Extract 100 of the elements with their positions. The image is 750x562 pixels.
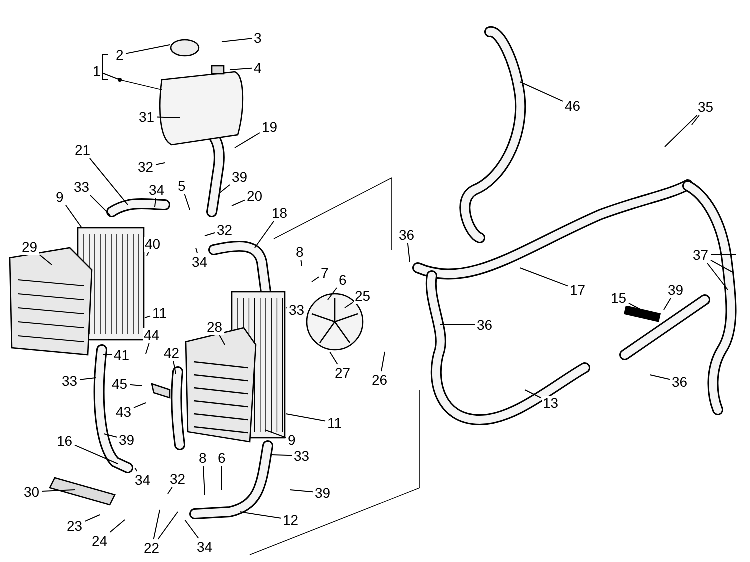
callout-number: 11 [152, 306, 168, 320]
callout-number: 22 [143, 540, 161, 556]
callout-number: 3 [253, 30, 263, 46]
callout-number: 27 [334, 366, 352, 380]
leader-line [104, 434, 118, 438]
leader-line [440, 324, 476, 326]
callout-number: 37 [692, 248, 710, 262]
leader-line [102, 72, 122, 82]
leader-line [710, 254, 736, 256]
callout-number: 28 [206, 320, 224, 334]
leader-line [710, 260, 732, 272]
callout-number: 7 [320, 266, 330, 280]
leader-line [381, 352, 386, 372]
callout-number: 33 [61, 374, 79, 388]
callout-number: 32 [169, 472, 187, 486]
callout-number: 6 [217, 450, 227, 466]
callout-number: 34 [134, 472, 152, 488]
callout-number: 33 [293, 448, 311, 464]
callout-number: 42 [163, 346, 181, 360]
leader-line [184, 520, 200, 539]
leader-line [168, 487, 173, 494]
callout-number: 39 [667, 282, 685, 298]
leader-line [272, 454, 292, 456]
leader-line [89, 158, 128, 206]
leader-line [102, 354, 112, 356]
callout-number: 18 [271, 206, 289, 220]
leader-line [524, 390, 542, 398]
leader-line [230, 68, 252, 70]
leader-line [204, 232, 216, 236]
callout-number: 29 [21, 240, 39, 254]
callout-number: 45 [111, 376, 129, 392]
callout-number: 43 [115, 404, 133, 420]
leader-line [154, 198, 156, 208]
leader-line [202, 466, 206, 496]
callout-number: 36 [671, 374, 689, 390]
leader-line [134, 468, 138, 472]
callout-number: 6 [338, 272, 348, 288]
leader-line [344, 302, 354, 308]
callout-number: 46 [564, 98, 582, 114]
callout-number: 24 [91, 534, 109, 548]
callout-number: 26 [371, 372, 389, 388]
callout-number: 30 [23, 484, 41, 500]
callout-number: 1 [92, 64, 102, 78]
leader-line [664, 115, 698, 148]
leader-line [42, 490, 76, 492]
leader-line [66, 204, 82, 228]
leader-line [234, 132, 260, 148]
leader-line [173, 361, 176, 374]
callout-number: 39 [314, 486, 332, 500]
leader-line [158, 512, 178, 540]
leader-line [40, 254, 52, 266]
callout-number: 8 [295, 244, 305, 260]
leader-line [264, 430, 286, 438]
callout-number: 32 [216, 222, 234, 238]
leader-line [664, 298, 672, 310]
callout-number: 4 [253, 60, 263, 76]
leader-line [134, 402, 146, 408]
leader-line [130, 384, 142, 386]
leader-line [156, 162, 166, 166]
leader-line [80, 378, 96, 380]
leader-line [153, 510, 160, 540]
callout-number: 2 [115, 48, 125, 62]
callout-number: 17 [569, 282, 587, 298]
callout-number: 13 [542, 396, 560, 410]
callout-number: 36 [476, 318, 494, 332]
leader-line [240, 512, 282, 519]
leader-line [300, 260, 302, 266]
leader-line [90, 195, 110, 216]
leader-line [328, 288, 338, 300]
callout-number: 25 [354, 288, 372, 304]
leader-line [110, 520, 126, 534]
leader-line [126, 44, 170, 54]
leader-line [220, 184, 230, 194]
callout-number: 31 [138, 110, 156, 124]
callout-number: 33 [288, 302, 306, 318]
callout-number: 9 [55, 190, 65, 204]
leader-line [407, 243, 410, 262]
leader-line [707, 263, 728, 290]
leader-line [222, 38, 252, 42]
callout-number: 16 [56, 434, 74, 448]
callout-number: 44 [143, 328, 161, 342]
leader-line [286, 414, 326, 422]
callout-number: 9 [287, 432, 297, 448]
leader-line [196, 248, 198, 254]
leader-line [520, 268, 568, 287]
leader-line [232, 200, 246, 206]
leader-line [254, 221, 274, 248]
leader-line [144, 316, 151, 318]
leader-line [650, 374, 670, 380]
callout-number: 40 [144, 236, 162, 252]
callout-number: 34 [148, 182, 166, 198]
callout-number: 35 [697, 100, 715, 114]
leader-line [184, 194, 190, 210]
callout-number: 19 [261, 120, 279, 134]
callout-number: 34 [196, 540, 214, 554]
callout-number: 21 [74, 142, 92, 158]
leader-line [312, 276, 320, 282]
callout-number: 39 [118, 432, 136, 448]
leader-line [74, 444, 118, 464]
leader-line [290, 490, 314, 493]
